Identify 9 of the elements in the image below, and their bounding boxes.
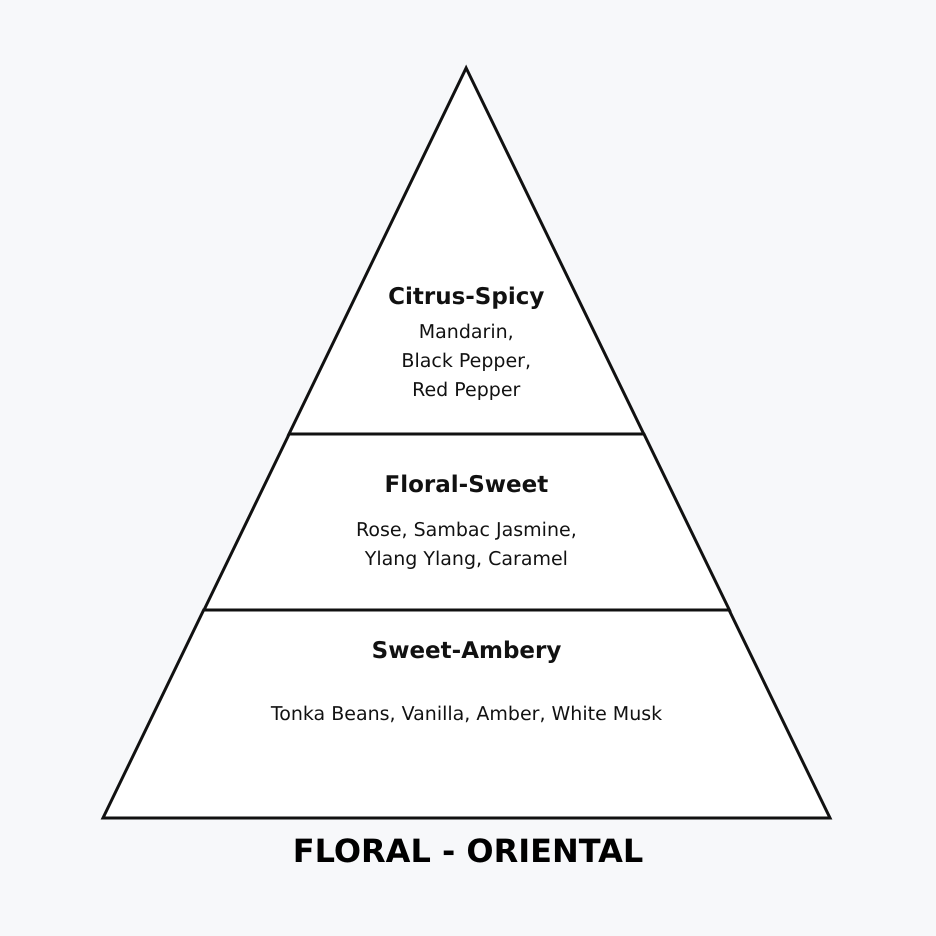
tier-notes: Rose, Sambac Jasmine, Ylang Ylang, Caramel [354, 518, 578, 572]
tier-notes: Tonka Beans, Vanilla, Amber, White Musk [270, 702, 662, 727]
tier-heading: Sweet-Ambery [372, 638, 562, 664]
pyramid-tier [204, 434, 730, 610]
tier-heading: Floral-Sweet [384, 472, 548, 498]
caption: FLORAL - ORIENTAL [292, 832, 644, 870]
tier-notes: Mandarin, Black Pepper, Red Pepper [400, 320, 532, 403]
tier-heading: Citrus-Spicy [388, 284, 544, 310]
pyramid-tier [103, 610, 830, 818]
